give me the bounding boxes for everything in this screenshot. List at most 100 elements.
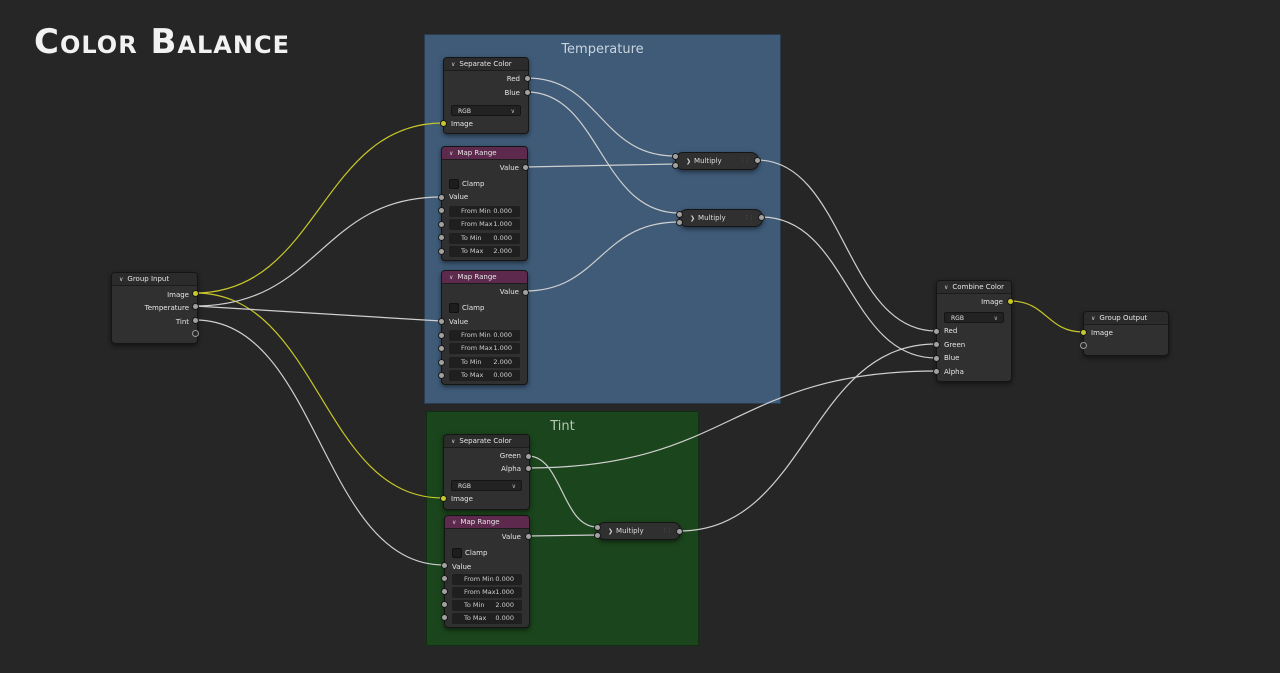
socket-map2-value-out[interactable]: [522, 289, 529, 296]
socket-map2-from-max[interactable]: [438, 345, 445, 352]
socket-mul3-out[interactable]: [676, 528, 683, 535]
socket-sep-tint-alpha[interactable]: [525, 465, 532, 472]
group-output-node[interactable]: ∨Group Output Image: [1083, 311, 1169, 356]
mode-select[interactable]: RGB∨: [944, 312, 1004, 323]
socket-map1-value-out[interactable]: [522, 164, 529, 171]
socket-map1-from-max[interactable]: [438, 221, 445, 228]
multiply-node-2[interactable]: ❯Multiply⋮⋮: [679, 209, 763, 227]
link-mul2-to-blue[interactable]: [760, 216, 937, 359]
socket-mul2-in-b[interactable]: [676, 219, 683, 226]
node-header[interactable]: ∨Group Input: [112, 273, 197, 286]
combine-color-node[interactable]: ∨Combine Color Image RGB∨ Red Green Blue…: [936, 280, 1012, 382]
socket-map2-from-min[interactable]: [438, 332, 445, 339]
socket-map3-from-min[interactable]: [441, 575, 448, 582]
socket-combine-image-out[interactable]: [1007, 298, 1014, 305]
socket-sep-temp-red[interactable]: [524, 75, 531, 82]
chevron-down-icon[interactable]: ∨: [452, 519, 457, 526]
link-image-to-sep-tint[interactable]: [194, 292, 444, 499]
node-header[interactable]: ∨Map Range: [445, 516, 529, 529]
socket-map3-value-out[interactable]: [525, 533, 532, 540]
clamp-checkbox[interactable]: [449, 303, 459, 313]
link-tint-to-map3[interactable]: [194, 319, 445, 566]
chevron-down-icon[interactable]: ∨: [119, 276, 124, 283]
socket-group-output-empty[interactable]: [1080, 342, 1087, 349]
node-header[interactable]: ∨Group Output: [1084, 312, 1168, 325]
chevron-down-icon[interactable]: ∨: [451, 61, 456, 68]
socket-sep-tint-image[interactable]: [440, 495, 447, 502]
separate-color-node-tint[interactable]: ∨Separate Color Green Alpha RGB∨ Image: [443, 434, 530, 510]
group-input-node[interactable]: ∨Group Input Image Temperature Tint: [111, 272, 198, 344]
socket-group-input-tint[interactable]: [192, 317, 199, 324]
clamp-checkbox-row[interactable]: Clamp: [445, 547, 529, 559]
socket-group-output-image[interactable]: [1080, 329, 1087, 336]
chevron-down-icon[interactable]: ∨: [1091, 315, 1096, 322]
socket-group-input-temperature[interactable]: [192, 303, 199, 310]
socket-map1-to-max[interactable]: [438, 248, 445, 255]
socket-combine-alpha[interactable]: [933, 368, 940, 375]
chevron-down-icon[interactable]: ∨: [451, 438, 456, 445]
socket-combine-green[interactable]: [933, 341, 940, 348]
separate-color-node-temperature[interactable]: ∨Separate Color Red Blue RGB∨ Image: [443, 57, 529, 134]
node-header[interactable]: ∨Map Range: [442, 271, 527, 284]
socket-sep-temp-image[interactable]: [440, 120, 447, 127]
node-header[interactable]: ∨Separate Color: [444, 58, 528, 71]
node-header[interactable]: ∨Map Range: [442, 147, 527, 160]
socket-mul3-in-b[interactable]: [594, 532, 601, 539]
socket-mul1-in-b[interactable]: [672, 162, 679, 169]
socket-map1-to-min[interactable]: [438, 234, 445, 241]
socket-mul2-in-a[interactable]: [676, 211, 683, 218]
chevron-right-icon[interactable]: ❯: [690, 215, 696, 222]
link-temperature-to-map2[interactable]: [194, 305, 442, 322]
node-header[interactable]: ∨Separate Color: [444, 435, 529, 448]
socket-combine-blue[interactable]: [933, 355, 940, 362]
socket-mul3-in-a[interactable]: [594, 524, 601, 531]
clamp-checkbox-row[interactable]: Clamp: [442, 302, 527, 314]
chevron-right-icon[interactable]: ❯: [686, 158, 692, 165]
clamp-checkbox[interactable]: [452, 548, 462, 558]
chevron-down-icon[interactable]: ∨: [449, 150, 454, 157]
clamp-checkbox[interactable]: [449, 179, 459, 189]
multiply-node-1[interactable]: ❯Multiply⋮⋮: [675, 152, 759, 170]
clamp-checkbox-row[interactable]: Clamp: [442, 178, 527, 190]
mode-select[interactable]: RGB∨: [451, 480, 522, 491]
socket-map3-from-max[interactable]: [441, 588, 448, 595]
socket-sep-tint-green[interactable]: [525, 453, 532, 460]
multiply-node-3[interactable]: ❯Multiply⋮⋮: [597, 522, 681, 540]
chevron-down-icon[interactable]: ∨: [449, 274, 454, 281]
socket-group-input-image[interactable]: [192, 290, 199, 297]
chevron-right-icon[interactable]: ❯: [608, 528, 614, 535]
link-combine-to-output[interactable]: [1009, 300, 1084, 333]
socket-map2-to-max[interactable]: [438, 372, 445, 379]
link-mul1-to-red[interactable]: [756, 159, 937, 332]
socket-map1-from-min[interactable]: [438, 207, 445, 214]
socket-map2-value-in[interactable]: [438, 318, 445, 325]
link-image-to-sep-temp[interactable]: [194, 122, 444, 294]
socket-map3-to-max[interactable]: [441, 614, 448, 621]
socket-combine-red[interactable]: [933, 328, 940, 335]
node-header[interactable]: ∨Combine Color: [937, 281, 1011, 294]
socket-group-input-empty[interactable]: [192, 330, 199, 337]
socket-mul1-out[interactable]: [754, 157, 761, 164]
socket-map2-to-min[interactable]: [438, 359, 445, 366]
socket-mul2-out[interactable]: [758, 214, 765, 221]
socket-map1-value-in[interactable]: [438, 194, 445, 201]
socket-sep-temp-blue[interactable]: [524, 89, 531, 96]
mode-select[interactable]: RGB∨: [451, 105, 521, 116]
socket-map3-to-min[interactable]: [441, 601, 448, 608]
link-temperature-to-map1[interactable]: [194, 196, 442, 307]
